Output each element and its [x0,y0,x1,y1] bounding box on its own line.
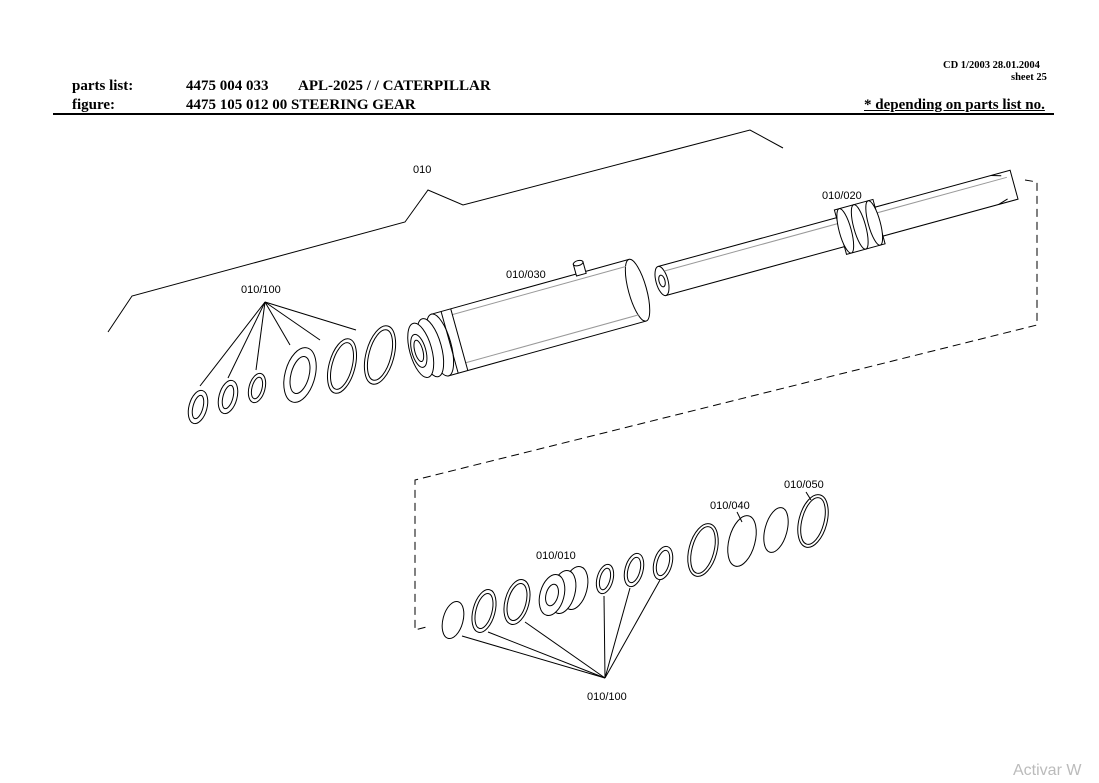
subassembly-dashed-line [414,179,1038,631]
label-010-030: 010/030 [506,269,546,281]
label-010-020: 010/020 [822,190,862,202]
leader-040 [736,511,743,523]
cylinder-tube [407,258,651,378]
activation-watermark: Activar W [1013,762,1082,779]
label-010-010: 010/010 [536,550,576,562]
parts-list-label: parts list: [72,78,134,94]
dependency-note: * depending on parts list no. [864,97,1045,113]
label-010: 010 [413,164,431,176]
parts-list-description: APL-2025 / / CATERPILLAR [298,78,491,94]
figure-value: 4475 105 012 00 STEERING GEAR [186,97,416,113]
label-010-040: 010/040 [710,500,750,512]
piston [538,566,589,617]
bottom-seal-rings [441,494,829,640]
leader-050 [805,491,812,501]
label-010-100-top: 010/100 [241,284,281,296]
assembly-bracket-line [107,129,784,333]
parts-list-number: 4475 004 033 [186,78,269,94]
top-seal-rings [187,325,397,425]
header-rule [53,113,1054,115]
top-leader-lines [199,301,357,387]
figure-label: figure: [72,97,116,113]
sheet-number: sheet 25 [1011,72,1047,83]
label-010-050: 010/050 [784,479,824,491]
bottom-leader-lines [461,579,661,679]
label-010-100-bottom: 010/100 [587,691,627,703]
piston-rod [654,169,1019,297]
cd-date: CD 1/2003 28.01.2004 [943,60,1040,71]
